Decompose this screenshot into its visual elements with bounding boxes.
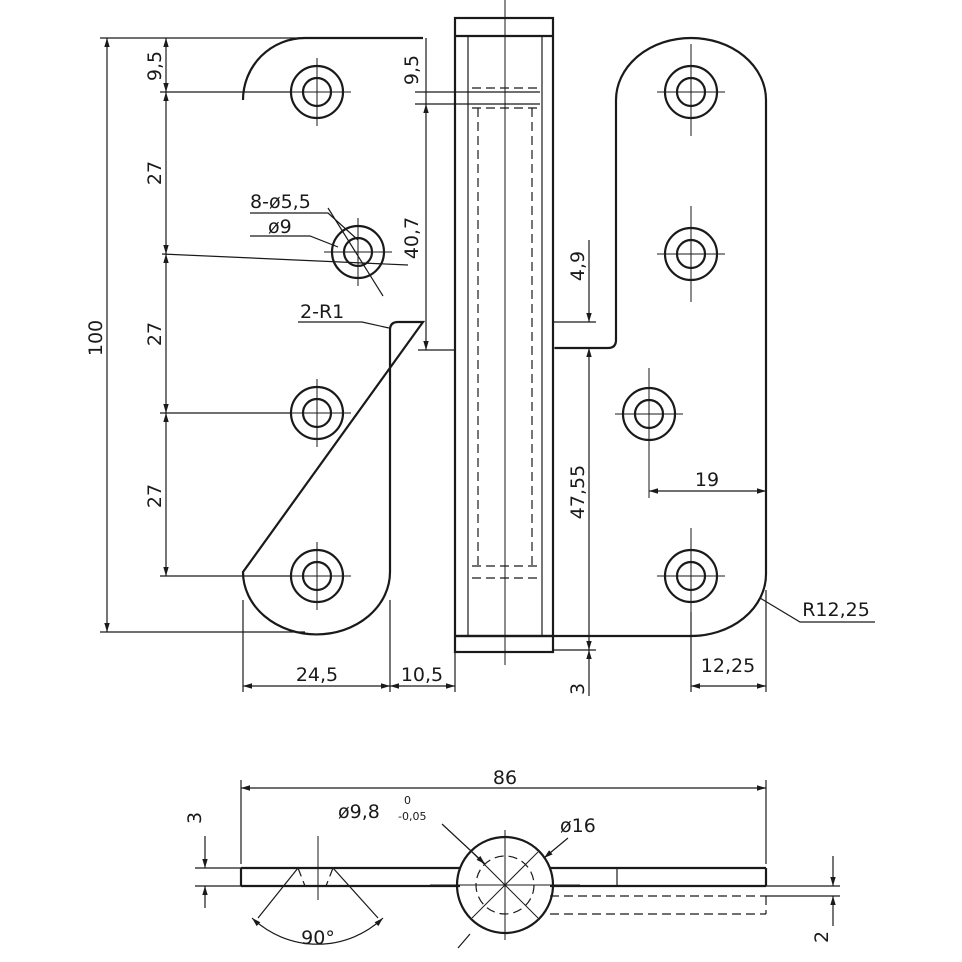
dim-leaf-thickness: 3 (184, 812, 206, 824)
right-holes (615, 44, 725, 686)
dim-pitch-2: 27 (144, 322, 166, 346)
dim-top-offset-left: 9,5 (144, 51, 166, 81)
dim-pitch-3: 27 (144, 484, 166, 508)
knuckle-body (453, 16, 555, 654)
dim-overall-height: 100 (85, 320, 107, 356)
dim-right-hole-offset: 19 (695, 469, 719, 491)
dim-pin-tol-upper: 0 (404, 794, 411, 807)
dim-upper-knuckle: 40,7 (401, 217, 423, 259)
dim-top-offset-pin: 9,5 (401, 55, 423, 85)
dim-offset-thickness: 2 (811, 931, 833, 943)
dim-step-height: 4,9 (567, 251, 589, 281)
left-holes (283, 58, 351, 610)
dim-corner-radius: R12,25 (802, 599, 870, 621)
callout-hole-count: 8-ø5,5 (250, 191, 311, 213)
callout-countersink: ø9 (268, 216, 292, 238)
left-leaf-outline (241, 36, 426, 636)
dim-leaf-half-width: 24,5 (296, 664, 338, 686)
dimension-lines (104, 38, 766, 696)
leaders (250, 212, 875, 623)
dim-overall-width: 86 (493, 767, 517, 789)
right-leaf-outline (454, 36, 768, 638)
dim-pin-diameter: ø9,8 (338, 801, 380, 823)
callout-fillet-radius: 2-R1 (300, 301, 344, 323)
dim-leaf-to-pin-gap: 10,5 (401, 664, 443, 686)
dim-right-edge-offset: 12,25 (701, 655, 755, 677)
extension-lines (100, 37, 767, 692)
callout-hole (161, 207, 409, 297)
dim-bottom-gap: 3 (567, 683, 589, 695)
dim-lower-knuckle: 47,55 (567, 465, 589, 519)
dim-knuckle-diameter: ø16 (560, 815, 596, 837)
dim-pin-tol-lower: -0,05 (398, 810, 426, 823)
dim-countersink-angle: 90° (301, 927, 335, 949)
front-view: 100 9,5 27 27 27 9,5 40,7 4,9 47,55 3 19… (85, 0, 875, 696)
dim-pitch-1: 27 (144, 161, 166, 185)
top-view: 86 3 ø9,8 0 -0,05 ø16 90° 2 (184, 767, 840, 949)
